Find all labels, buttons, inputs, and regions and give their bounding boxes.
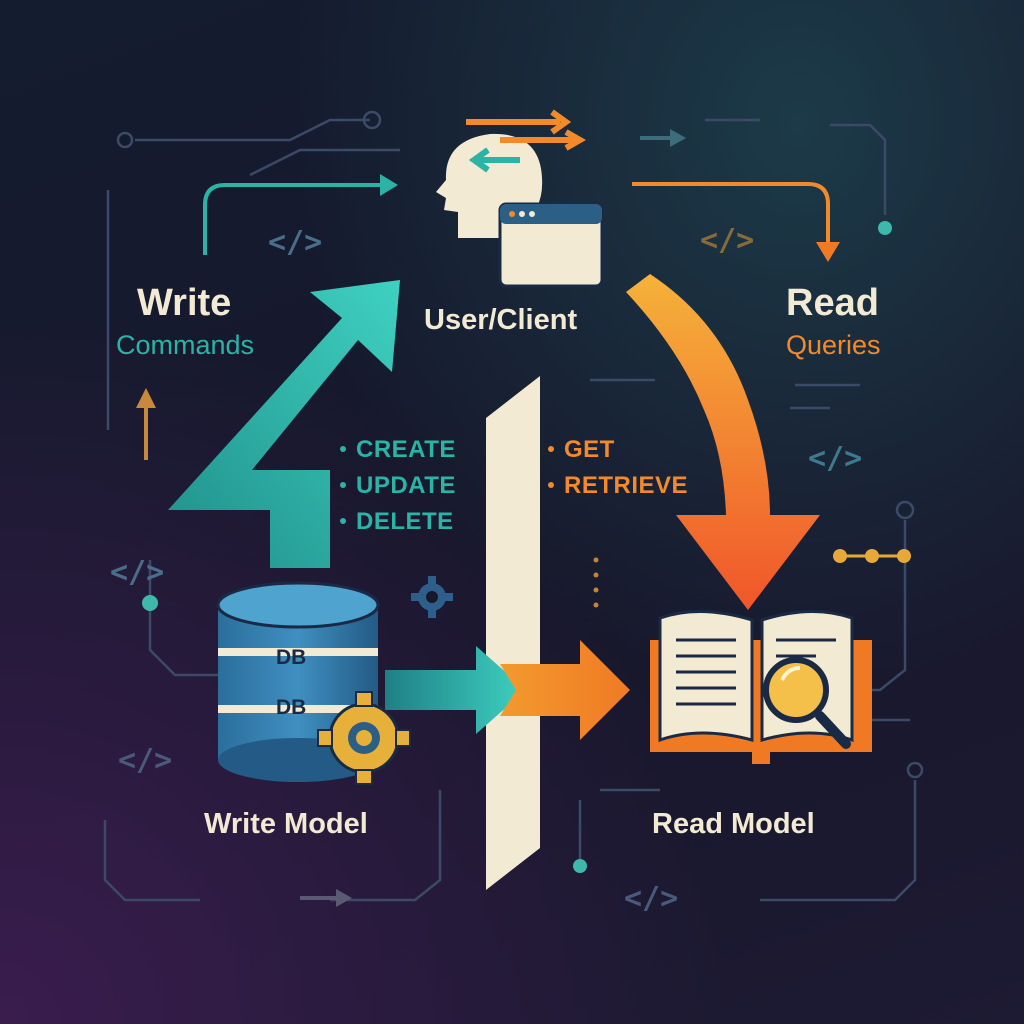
database-icon: DB DB — [216, 581, 380, 782]
read-subtitle: Queries — [786, 330, 881, 360]
code-tag-icon: </> — [624, 881, 678, 916]
client-label: User/Client — [424, 304, 578, 336]
gear-icon — [411, 576, 453, 618]
write-title: Write — [137, 282, 232, 324]
queries-path — [632, 182, 830, 245]
read-title: Read — [786, 282, 879, 324]
circuit-lines — [103, 110, 924, 902]
sync-arrow-teal — [385, 646, 526, 734]
write-arrow — [168, 280, 400, 568]
write-model-label: Write Model — [204, 808, 368, 840]
write-op: CREATE — [340, 436, 456, 464]
code-tag-icon: </> — [700, 223, 754, 258]
write-op: UPDATE — [340, 472, 456, 500]
read-op: RETRIEVE — [548, 472, 688, 500]
separator-bar — [486, 376, 540, 890]
read-arrow — [626, 274, 820, 610]
read-model-label: Read Model — [652, 808, 815, 840]
code-tag-icon: </> — [808, 441, 862, 476]
commands-path — [203, 183, 385, 255]
read-op: GET — [548, 436, 615, 464]
db-label: DB — [276, 696, 306, 719]
sync-arrow-orange — [500, 640, 630, 740]
write-subtitle: Commands — [116, 330, 255, 360]
magnifier-icon — [763, 657, 851, 749]
write-op: DELETE — [340, 508, 454, 536]
small-arrows — [136, 129, 911, 907]
browser-window-icon — [498, 202, 604, 288]
code-tag-icon: </> — [268, 225, 322, 260]
code-tag-icons: </> </> </> </> </> </> — [110, 223, 862, 916]
db-label: DB — [276, 646, 306, 669]
gear-icon — [317, 691, 411, 785]
code-tag-icon: </> — [118, 743, 172, 778]
code-tag-icon: </> — [110, 555, 164, 590]
